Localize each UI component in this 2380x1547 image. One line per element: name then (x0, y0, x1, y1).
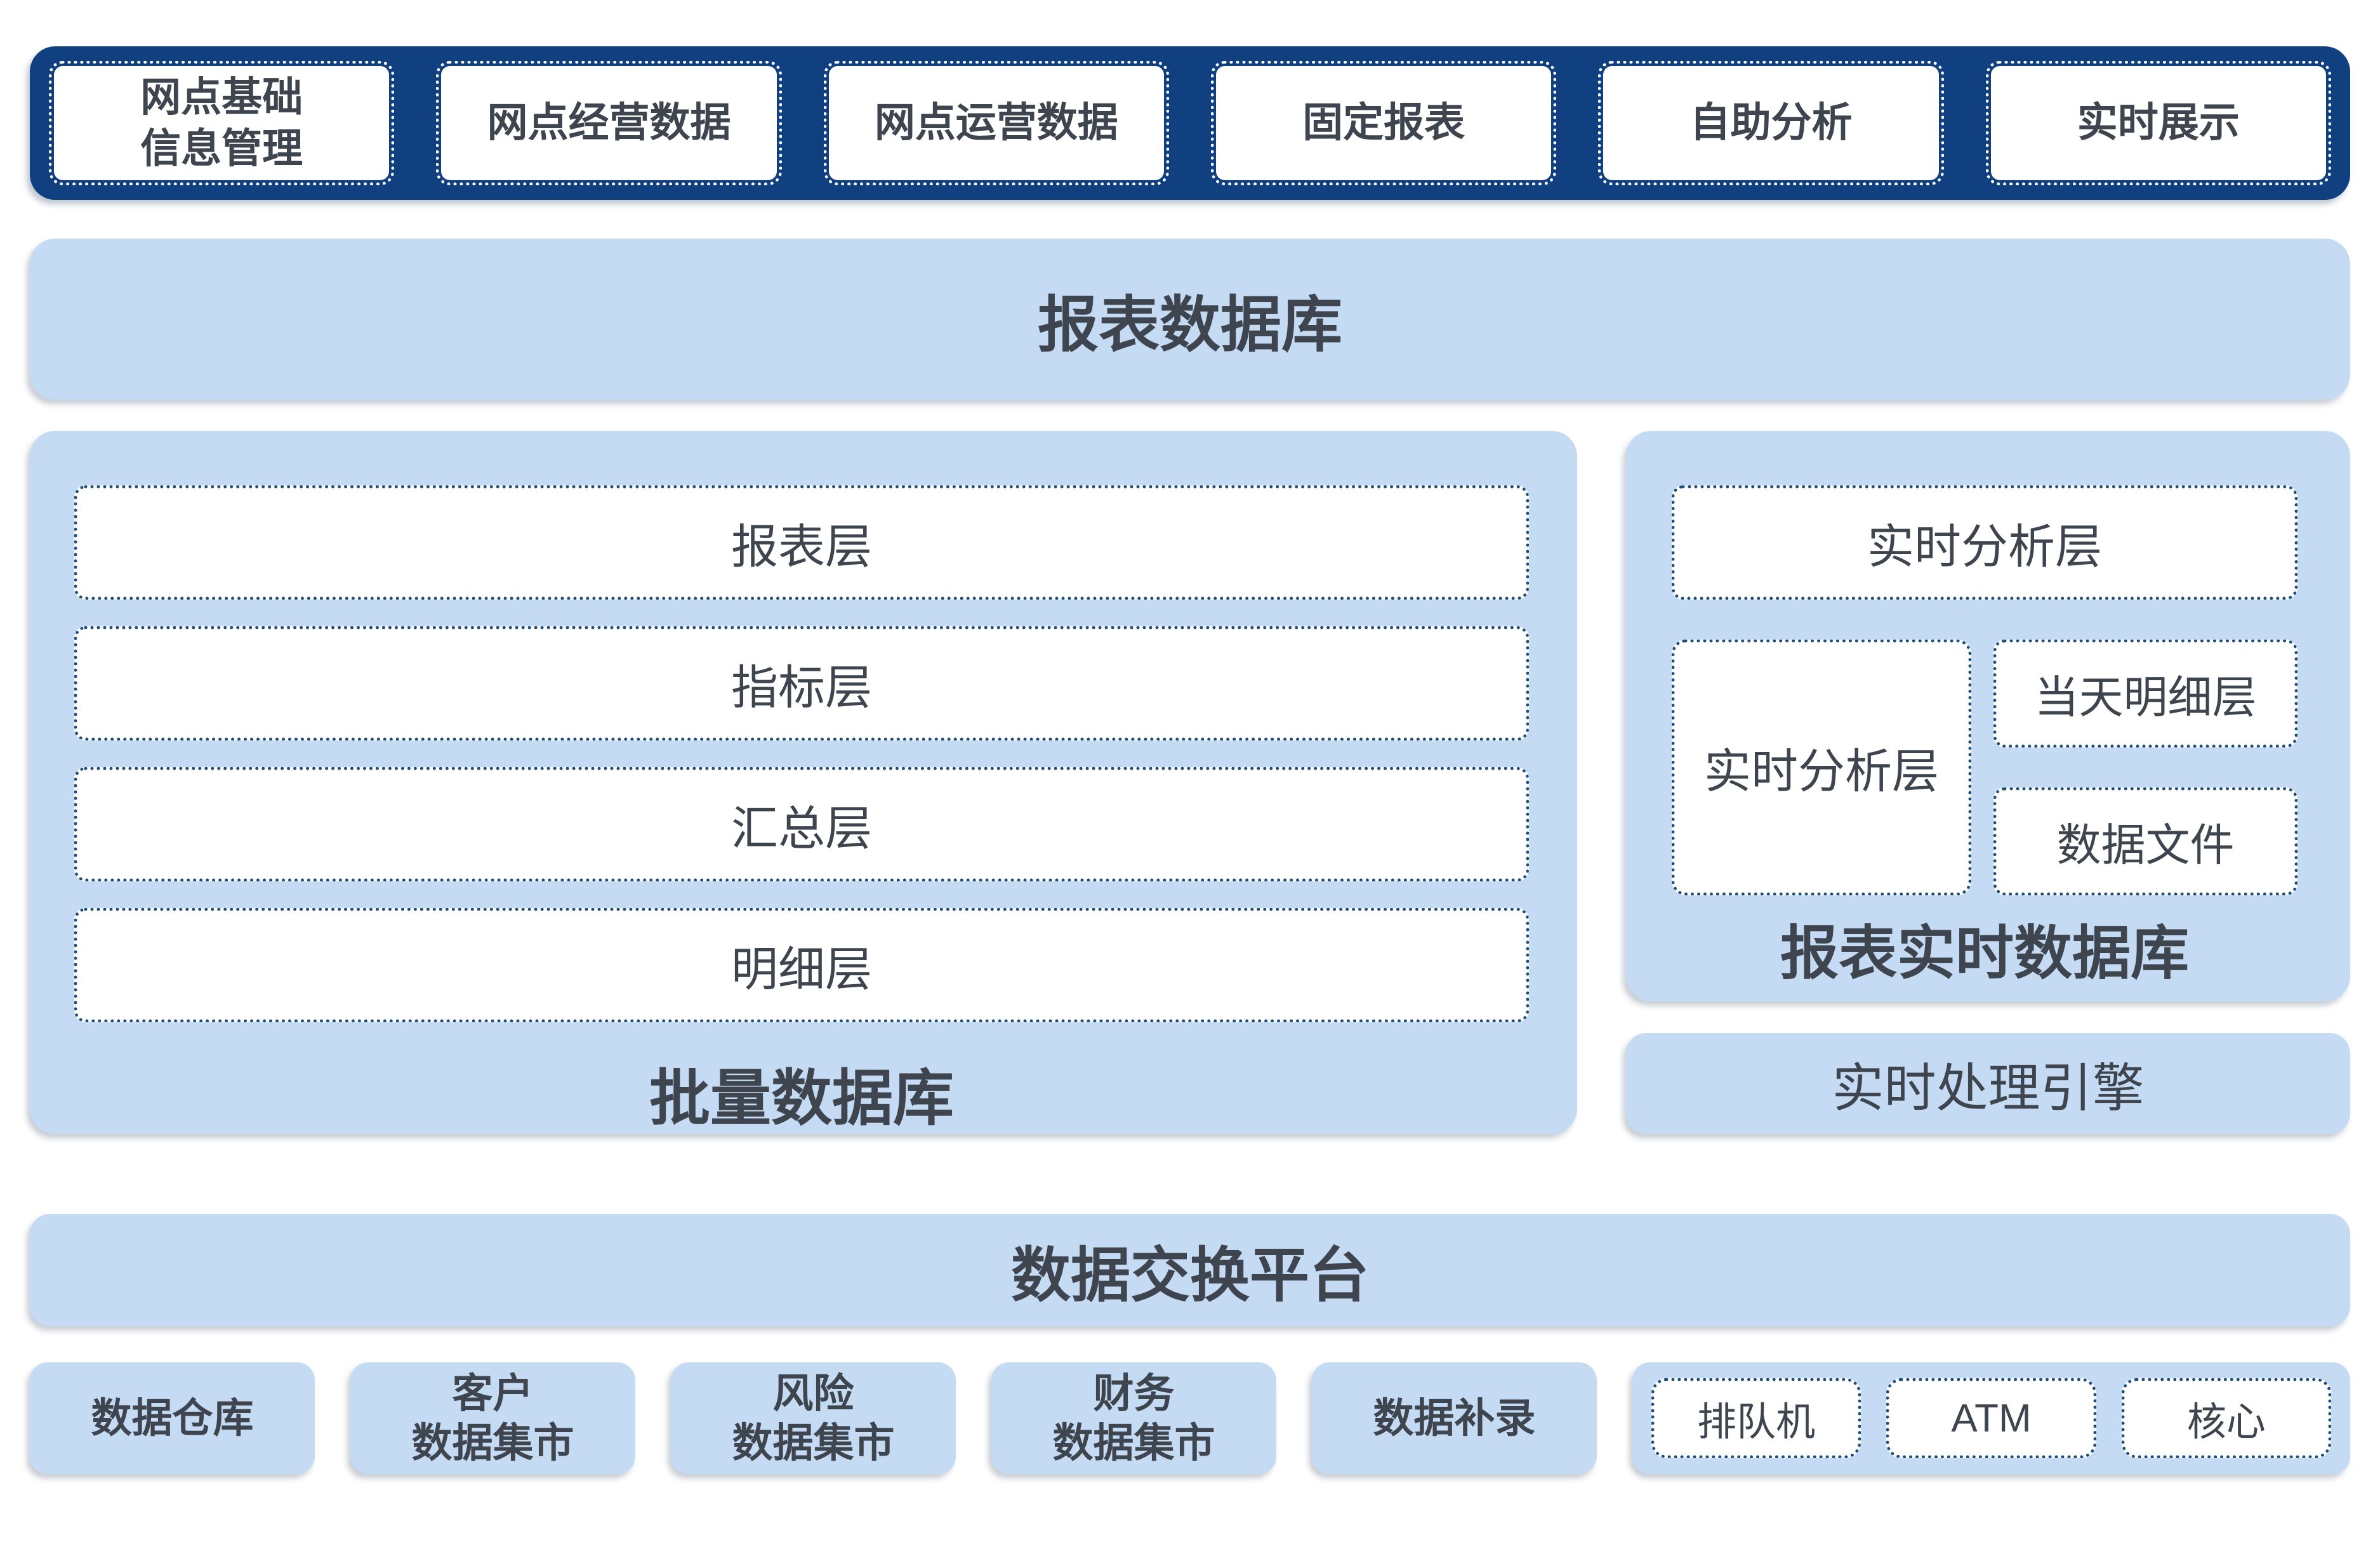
app-box-realtime-display: 实时展示 (1985, 61, 2331, 185)
layer-box-data-file: 数据文件 (1993, 787, 2297, 895)
data-exchange-bar: 数据交换平台 (30, 1214, 2350, 1326)
source-label: 财务 数据集市 (1052, 1370, 1215, 1466)
source-label: 数据补录 (1373, 1395, 1536, 1441)
channel-systems-container: 排队机 ATM 核心 (1632, 1362, 2350, 1474)
realtime-db-title: 报表实时数据库 (1780, 921, 2189, 986)
app-box-branch-operation-data: 网点运营数据 (823, 61, 1169, 185)
layer-box-detail: 明细层 (74, 908, 1529, 1022)
channel-label: 核心 (2186, 1400, 2266, 1444)
layer-label: 实时分析层 (1704, 745, 1939, 798)
channel-label: ATM (1951, 1396, 2032, 1440)
app-box-label: 自助分析 (1689, 100, 1853, 146)
data-exchange-label: 数据交换平台 (1010, 1241, 1369, 1308)
app-box-branch-business-data: 网点经营数据 (436, 61, 782, 185)
source-box-data-warehouse: 数据仓库 (30, 1362, 315, 1474)
app-box-label: 实时展示 (2077, 100, 2240, 146)
layer-box-indicator: 指标层 (74, 626, 1529, 741)
realtime-db-grid: 实时分析层 当天明细层 数据文件 (1672, 640, 2297, 895)
channel-label: 排队机 (1697, 1400, 1816, 1444)
realtime-engine-label: 实时处理引擎 (1832, 1060, 2145, 1117)
report-db-bar: 报表数据库 (30, 239, 2350, 400)
source-systems-row: 数据仓库 客户 数据集市 风险 数据集市 财务 数据集市 数据补录 排队机 AT… (30, 1362, 2350, 1474)
channel-box-queue-machine: 排队机 (1651, 1378, 1861, 1458)
realtime-column: 实时分析层 实时分析层 当天明细层 数据文件 报表实时数据 (1626, 431, 2350, 1134)
realtime-db-right-stack: 当天明细层 数据文件 (1993, 640, 2297, 895)
layer-label: 明细层 (731, 942, 872, 996)
realtime-db-container: 实时分析层 实时分析层 当天明细层 数据文件 报表实时数据 (1626, 431, 2350, 1001)
source-label: 风险 数据集市 (732, 1370, 895, 1466)
app-box-label: 固定报表 (1302, 100, 1465, 146)
layer-label: 实时分析层 (1867, 520, 2102, 573)
channel-box-core: 核心 (2121, 1378, 2331, 1458)
app-box-label: 网点经营数据 (487, 100, 731, 146)
source-box-finance-mart: 财务 数据集市 (991, 1362, 1276, 1474)
layer-label: 汇总层 (731, 801, 872, 855)
source-label: 数据仓库 (91, 1395, 254, 1441)
layer-box-realtime-analysis: 实时分析层 (1672, 640, 1971, 895)
layer-box-summary: 汇总层 (74, 767, 1529, 881)
app-box-branch-base-info: 网点基础 信息管理 (48, 61, 395, 185)
layer-box-report: 报表层 (74, 485, 1529, 600)
middle-row: 报表层 指标层 汇总层 明细层 批量数据库 实时分析层 实时分析层 (30, 431, 2350, 1134)
layer-box-realtime-analysis-top: 实时分析层 (1672, 485, 2297, 600)
source-box-customer-mart: 客户 数据集市 (350, 1362, 635, 1474)
realtime-engine-bar: 实时处理引擎 (1626, 1033, 2350, 1134)
source-label: 客户 数据集市 (411, 1370, 574, 1466)
app-box-label: 网点运营数据 (874, 100, 1118, 146)
layer-label: 指标层 (731, 661, 872, 714)
layer-label: 报表层 (731, 520, 872, 573)
app-box-label: 网点基础 信息管理 (140, 74, 303, 171)
layer-label: 当天明细层 (2034, 672, 2257, 722)
app-box-fixed-report: 固定报表 (1210, 61, 1557, 185)
layer-box-today-detail: 当天明细层 (1993, 640, 2297, 747)
source-box-risk-mart: 风险 数据集市 (671, 1362, 956, 1474)
application-layer-bar: 网点基础 信息管理 网点经营数据 网点运营数据 固定报表 自助分析 实时展示 (30, 46, 2350, 200)
layer-label: 数据文件 (2056, 820, 2235, 870)
batch-db-container: 报表层 指标层 汇总层 明细层 批量数据库 (30, 431, 1577, 1134)
app-box-selfservice-analysis: 自助分析 (1598, 61, 1944, 185)
channel-box-atm: ATM (1886, 1378, 2096, 1458)
source-box-data-supplement: 数据补录 (1312, 1362, 1597, 1474)
batch-db-title: 批量数据库 (649, 1065, 954, 1133)
report-db-label: 报表数据库 (1038, 291, 1342, 359)
